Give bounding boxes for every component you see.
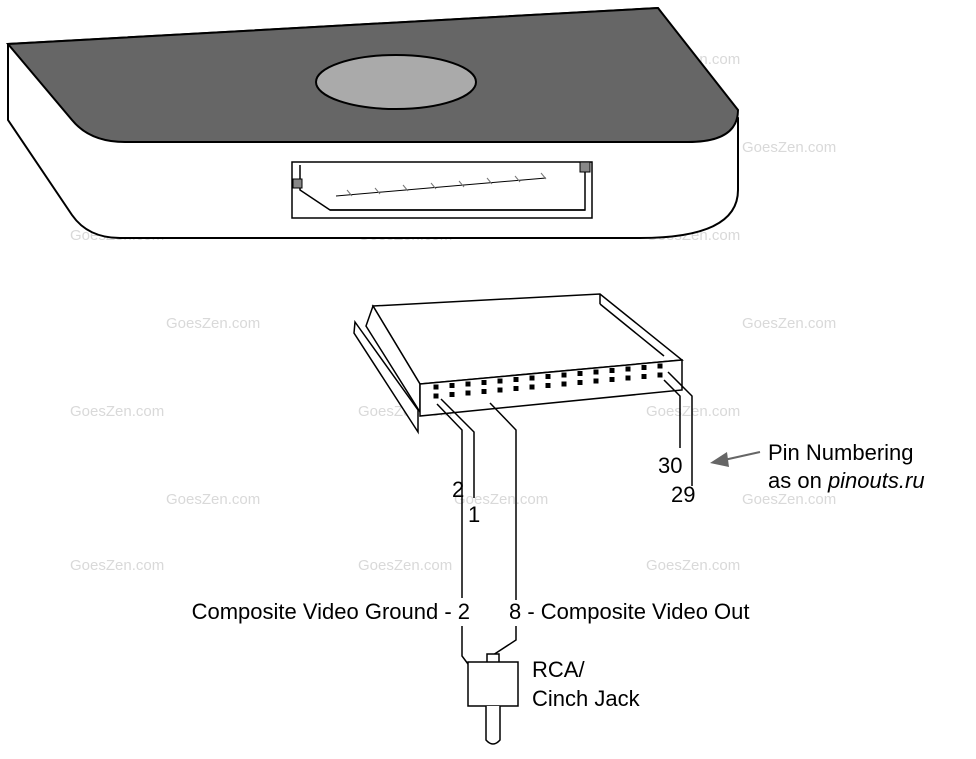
watermark: GoesZen.com <box>742 491 836 508</box>
pin-contact <box>449 383 455 388</box>
wire-pin-29 <box>667 371 693 486</box>
pin-contact <box>497 378 503 384</box>
pin-contact <box>529 375 535 381</box>
watermark: GoesZen.com <box>358 557 452 574</box>
pin-contact <box>513 377 519 382</box>
pin-contact <box>433 393 439 399</box>
pin-contact <box>577 371 583 376</box>
watermark: GoesZen.com <box>646 557 740 574</box>
plug-flange <box>353 319 419 435</box>
pin-contact <box>577 380 583 385</box>
pin-contact <box>545 383 551 388</box>
pin-contact <box>657 372 663 378</box>
rca-jack-pin <box>485 706 501 745</box>
pin-contact <box>465 381 471 387</box>
pin-contact <box>561 372 567 378</box>
rca-jack-label-line2: Cinch Jack <box>532 686 641 711</box>
wire-ground-to-jack <box>461 626 469 665</box>
pin-numbering-note-line1: Pin Numbering <box>768 440 914 465</box>
watermark: GoesZen.com <box>742 139 836 156</box>
pin-numbering-note-prefix: as on <box>768 468 828 493</box>
watermark: GoesZen.com <box>70 557 164 574</box>
pin-contact <box>593 369 599 375</box>
pin-contact <box>529 384 535 390</box>
dock-port-clip-right <box>579 161 591 173</box>
pin-contact <box>545 374 551 379</box>
watermark: GoesZen.com <box>166 491 260 508</box>
wires <box>436 371 693 665</box>
dock-port-clip-left <box>292 178 303 189</box>
wire-pin-2 <box>436 403 463 598</box>
wire-pin-8 <box>489 402 517 600</box>
pin-label-29: 29 <box>671 482 695 507</box>
rca-jack-label-line1: RCA/ <box>532 657 585 682</box>
pin-contact <box>481 380 487 385</box>
click-wheel <box>315 54 477 110</box>
pin-label-2: 2 <box>452 477 464 502</box>
pin-contact <box>465 390 471 396</box>
watermark: GoesZen.com <box>742 315 836 332</box>
pin-contact <box>625 375 631 381</box>
dock-connector-plug <box>353 293 684 435</box>
pin-contact <box>609 368 615 373</box>
pin-label-1: 1 <box>468 502 480 527</box>
pin-contacts <box>433 363 663 399</box>
pin-label-30: 30 <box>658 453 682 478</box>
composite-video-out-label: 8 - Composite Video Out <box>509 599 750 624</box>
wire-out-to-jack <box>492 626 517 656</box>
pin-contact <box>641 365 647 370</box>
pin-contact <box>481 389 487 394</box>
rca-jack <box>467 653 519 745</box>
watermark: GoesZen.com <box>70 403 164 420</box>
pin-contact <box>641 374 647 379</box>
pin-numbering-note-line2: as on pinouts.ru <box>768 468 925 493</box>
watermark: GoesZen.com <box>454 491 548 508</box>
rca-jack-body <box>467 661 519 707</box>
device <box>5 6 740 239</box>
pin-contact <box>625 366 631 372</box>
pin-contact <box>593 378 599 384</box>
watermark: GoesZen.com <box>166 315 260 332</box>
composite-video-ground-label: Composite Video Ground - 2 <box>192 599 470 624</box>
pin-contact <box>433 384 439 390</box>
pin-numbering-note-site: pinouts.ru <box>827 468 925 493</box>
arrow-icon <box>710 451 761 467</box>
pin-contact <box>497 387 503 393</box>
plug-face <box>419 359 683 417</box>
pin-contact <box>449 392 455 397</box>
wire-pin-30 <box>663 379 681 448</box>
pin-contact <box>657 363 663 369</box>
watermark: GoesZen.com <box>646 403 740 420</box>
dock-port <box>291 161 593 219</box>
pin-contact <box>561 381 567 387</box>
wire-pin-1 <box>440 398 475 498</box>
dock-port-frame <box>291 161 593 219</box>
pin-contact <box>609 377 615 382</box>
pin-contact <box>513 386 519 391</box>
